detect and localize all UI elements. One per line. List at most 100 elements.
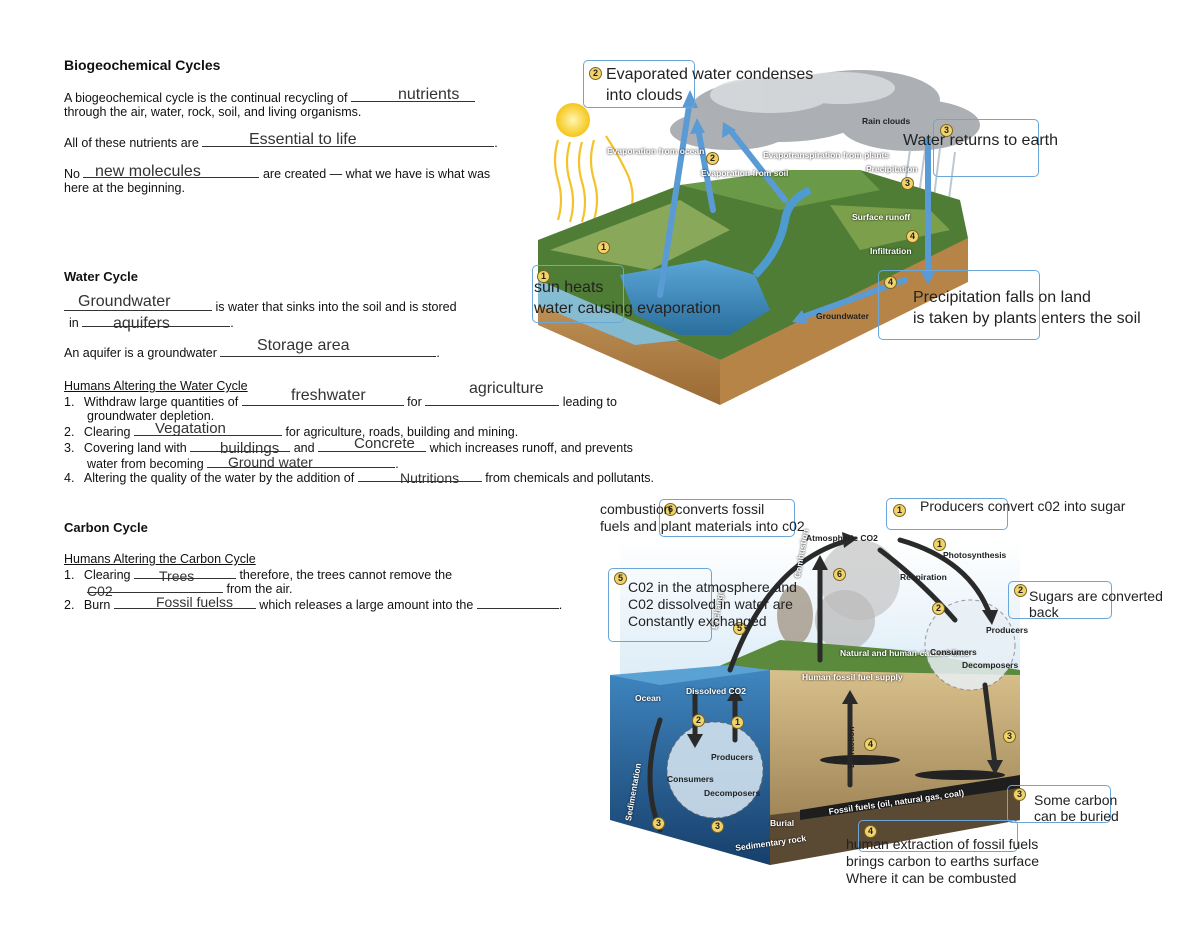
note-sun-line2: water causing evaporation bbox=[534, 300, 721, 317]
note-marker-1c: 1 bbox=[893, 504, 906, 517]
blank-line bbox=[476, 608, 559, 609]
water-gw-line: is water that sinks into the soil and is… bbox=[64, 300, 457, 315]
answer-concrete: Concrete bbox=[354, 435, 415, 452]
blank-line bbox=[207, 467, 396, 468]
bio-title: Biogeochemical Cycles bbox=[64, 57, 221, 73]
note-marker-2c: 2 bbox=[1014, 584, 1027, 597]
note-marker-3c: 3 bbox=[1013, 788, 1026, 801]
water-cycle-diagram: Evaporation from ocean Evaporation from … bbox=[530, 60, 1180, 410]
note-combustion-line2: fuels and plant materials into c02 bbox=[600, 518, 805, 534]
blank-line bbox=[220, 356, 437, 357]
water-item4: 4. Altering the quality of the water by … bbox=[64, 471, 655, 485]
label-human-fossil: Human fossil fuel supply bbox=[802, 672, 903, 682]
blank-line bbox=[350, 101, 475, 102]
note-box-sugars bbox=[1008, 581, 1112, 619]
label-burial-bottom: Burial bbox=[770, 818, 795, 828]
label-producers-ocean: Producers bbox=[711, 752, 754, 762]
label-photosynthesis-top: Photosynthesis bbox=[943, 550, 1007, 560]
water-humans-title: Humans Altering the Water Cycle bbox=[64, 379, 248, 393]
note-exchange-line2: C02 dissolved in water are bbox=[628, 596, 793, 612]
carbon-item2: 2. Burn which releases a large amount in… bbox=[64, 598, 563, 612]
water-item1: 1. Withdraw large quantities of for lead… bbox=[64, 395, 617, 409]
answer-c02: C02 bbox=[87, 583, 113, 599]
label-respiration-top: Respiration bbox=[900, 572, 947, 582]
water-item1-line2: groundwater depletion. bbox=[87, 409, 215, 423]
label-producers-top: Producers bbox=[986, 625, 1029, 635]
marker-4: 4 bbox=[864, 738, 877, 751]
note-exchange-line3: Constantly exchanged bbox=[628, 613, 767, 629]
note-box-condense bbox=[583, 60, 695, 108]
marker-2-top: 2 bbox=[932, 602, 945, 615]
label-atmospheric: Atmospheric CO2 bbox=[806, 533, 878, 543]
marker-6: 6 bbox=[833, 568, 846, 581]
note-combustion-line1: combustion converts fossil bbox=[600, 501, 765, 517]
label-precipitation: Precipitation bbox=[866, 164, 918, 174]
label-decomposers-top: Decomposers bbox=[962, 660, 1019, 670]
label-extraction: Extraction bbox=[846, 726, 856, 768]
marker-3-sed: 3 bbox=[652, 817, 665, 830]
bio-nutrients-line: All of these nutrients are . bbox=[64, 136, 498, 150]
note-box-producers bbox=[886, 498, 1008, 530]
blank-line bbox=[241, 405, 404, 406]
marker-2: 2 bbox=[706, 152, 719, 165]
note-marker-6: 6 bbox=[664, 503, 677, 516]
note-marker-3: 3 bbox=[940, 124, 953, 137]
water-aquifer-line: An aquifer is a groundwater . bbox=[64, 346, 440, 360]
note-sugars-line2: back bbox=[1029, 604, 1059, 620]
note-precip-line2: is taken by plants enters the soil bbox=[913, 310, 1141, 327]
answer-aquifers: aquifers bbox=[113, 315, 170, 332]
answer-buildings: buildings bbox=[220, 440, 280, 457]
label-rain-clouds: Rain clouds bbox=[862, 116, 911, 126]
note-box-combustion bbox=[659, 499, 795, 537]
bio-def-line1: A biogeochemical cycle is the continual … bbox=[64, 91, 475, 106]
water-cycle-illustration bbox=[538, 70, 980, 405]
bio-no-line2: here at the beginning. bbox=[64, 181, 185, 195]
carbon-item1: 1. Clearing therefore, the trees cannot … bbox=[64, 568, 453, 582]
answer-ground-water: Ground water bbox=[228, 454, 313, 470]
note-box-returns bbox=[933, 119, 1039, 177]
carbon-item1-line2: from the air. bbox=[87, 582, 292, 597]
note-condense-line2: into clouds bbox=[606, 87, 683, 104]
marker-1-ocean: 1 bbox=[731, 716, 744, 729]
label-evap-soil: Evaporation from soil bbox=[701, 168, 789, 178]
marker-3-burial: 3 bbox=[711, 820, 724, 833]
answer-freshwater: freshwater bbox=[291, 387, 366, 404]
note-box-sun bbox=[532, 265, 624, 323]
label-evap-ocean: Evaporation from ocean bbox=[607, 146, 705, 156]
answer-new-molecules: new molecules bbox=[95, 163, 201, 180]
note-precip-line1: Precipitation falls on land bbox=[913, 289, 1091, 306]
note-marker-4: 4 bbox=[884, 276, 897, 289]
note-condense-line1: Evaporated water condenses bbox=[606, 66, 814, 83]
blank-line bbox=[133, 578, 236, 579]
sun-shape bbox=[556, 103, 590, 137]
answer-groundwater: Groundwater bbox=[78, 293, 171, 310]
label-consumers-ocean: Consumers bbox=[667, 774, 714, 784]
carbon-title: Carbon Cycle bbox=[64, 520, 148, 535]
note-buried-line2: can be buried bbox=[1034, 808, 1119, 824]
carbon-cycle-illustration bbox=[610, 532, 1020, 865]
marker-4: 4 bbox=[906, 230, 919, 243]
note-box-exchange bbox=[608, 568, 712, 642]
note-box-precip bbox=[878, 270, 1040, 340]
blank-line bbox=[357, 481, 482, 482]
bio-def-line2: through the air, water, rock, soil, and … bbox=[64, 105, 362, 119]
answer-fossil-fuels: Fossil fuelss bbox=[156, 594, 234, 610]
water-item3-line2: water from becoming . bbox=[87, 457, 399, 471]
blank-line bbox=[190, 451, 291, 452]
note-exchange-line1: C02 in the atmosphere and bbox=[628, 579, 797, 595]
blank-line bbox=[113, 608, 256, 609]
note-marker-1: 1 bbox=[537, 270, 550, 283]
note-extraction-line3: Where it can be combusted bbox=[846, 870, 1017, 886]
label-groundwater: Groundwater bbox=[816, 311, 869, 321]
blank-line bbox=[318, 451, 427, 452]
blank-line bbox=[83, 177, 260, 178]
water-item2: 2. Clearing for agriculture, roads, buil… bbox=[64, 425, 519, 439]
label-consumers-top: Consumers bbox=[930, 647, 977, 657]
marker-1-top: 1 bbox=[933, 538, 946, 551]
marker-3-right: 3 bbox=[1003, 730, 1016, 743]
blank-line bbox=[82, 326, 231, 327]
carbon-humans-title: Humans Altering the Carbon Cycle bbox=[64, 552, 256, 566]
lake-shape bbox=[620, 260, 770, 335]
marker-2-ocean: 2 bbox=[692, 714, 705, 727]
answer-trees: Trees bbox=[159, 568, 195, 584]
